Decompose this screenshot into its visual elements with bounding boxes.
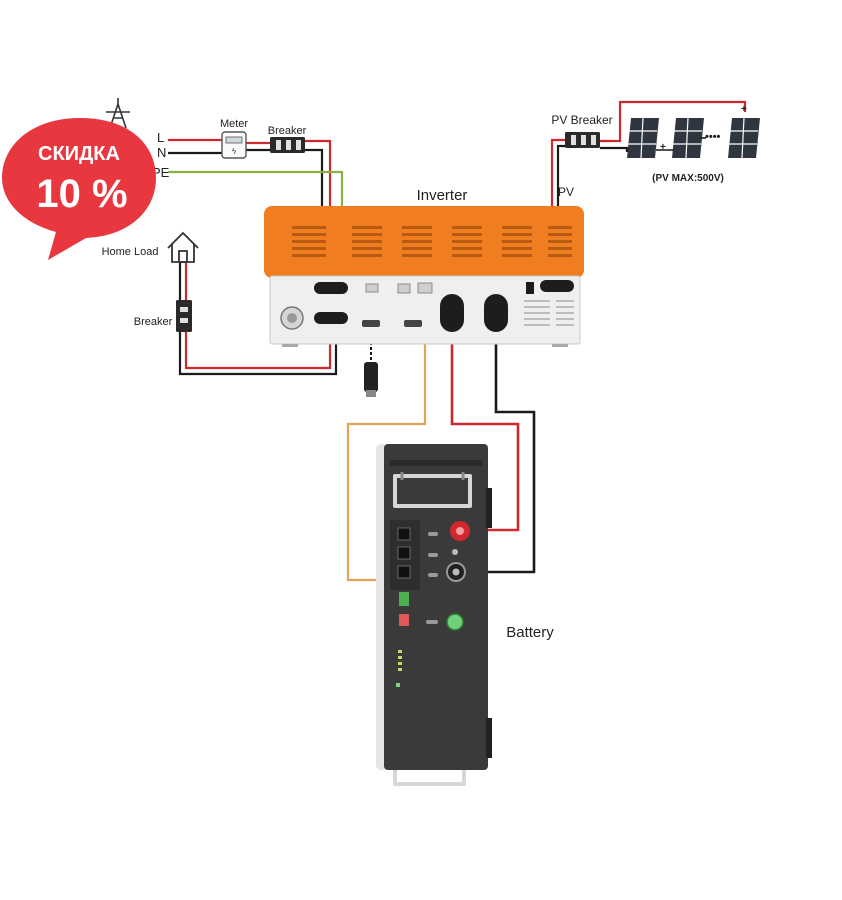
battery-soc-leds (398, 650, 402, 671)
inverter-label: Inverter (417, 187, 468, 204)
battery-side-bracket (486, 718, 492, 758)
discount-badge: СКИДКА 10 % (2, 118, 156, 260)
wire-battery-red (450, 330, 520, 532)
inverter-vents (292, 226, 572, 257)
dongle-icon (364, 362, 378, 397)
badge-shape (2, 118, 156, 260)
rj45-port (397, 283, 411, 294)
battery-rj45-port (397, 565, 411, 579)
grid-breaker-label: Breaker (268, 125, 307, 137)
battery-rj45-port (397, 546, 411, 560)
battery-dip-switch (399, 592, 409, 606)
battery-rj45-port (397, 527, 411, 541)
badge-line1: СКИДКА (38, 143, 120, 165)
pv-breaker-icon (565, 132, 600, 148)
power-switch (526, 282, 534, 294)
battery-power-button (446, 613, 464, 631)
wire-comm (346, 293, 427, 582)
inverter-icon (264, 206, 584, 347)
meter-icon: ϟ (221, 131, 247, 159)
battery-top-handle (393, 474, 472, 508)
battery-top-strip (390, 460, 482, 466)
meter-label: Meter (220, 118, 248, 130)
home-load-label: Home Load (102, 246, 159, 258)
battery-label: Battery (506, 624, 554, 641)
svg-text:ϟ: ϟ (231, 147, 236, 156)
grid-pe-label: PE (152, 165, 170, 180)
wire-acout-black (178, 330, 338, 376)
serial-port (362, 320, 380, 327)
pv-input-port (540, 280, 574, 292)
battery-reset-switch (399, 614, 409, 626)
solar-panel-icon (672, 117, 704, 159)
battery-side-bracket (486, 488, 492, 528)
battery-bottom-handle (393, 770, 466, 786)
pv-breaker-label: PV Breaker (551, 113, 612, 127)
wire-battery-black (462, 330, 536, 574)
wire-acout-red (184, 330, 332, 370)
pv-dots: •••• (705, 131, 721, 143)
wire-pv-string-black (600, 146, 629, 152)
bms-port (417, 282, 433, 294)
pv-max-label: (PV MAX:500V) (652, 173, 724, 184)
solar-panel-icon (728, 117, 760, 159)
pv-plus-1: + (660, 142, 666, 153)
pv-plus-2: + (741, 104, 747, 115)
badge-line2: 10 % (36, 172, 127, 216)
battery-neg-terminal (484, 294, 508, 332)
breaker-icon (270, 137, 305, 153)
breaker-load-icon (176, 300, 192, 332)
battery-pos-terminal (440, 294, 464, 332)
solar-panel-icon (627, 117, 659, 159)
wire-pv-string-red (600, 100, 747, 143)
house-icon (167, 231, 199, 263)
grid-l-label: L (157, 130, 164, 145)
usb-port (365, 283, 379, 293)
ac-in-port (314, 282, 348, 294)
load-breaker-label: Breaker (134, 316, 173, 328)
pv-port-label: PV (558, 185, 574, 199)
labels: L N PE Meter Breaker PV Breaker (PV MAX:… (102, 104, 747, 641)
battery-icon (376, 444, 492, 786)
parallel-port (404, 320, 422, 327)
grid-n-label: N (157, 145, 166, 160)
ac-out-port (314, 312, 348, 324)
battery-body (384, 444, 488, 770)
solar-panel-array (627, 117, 760, 159)
tower-icon (106, 98, 130, 129)
